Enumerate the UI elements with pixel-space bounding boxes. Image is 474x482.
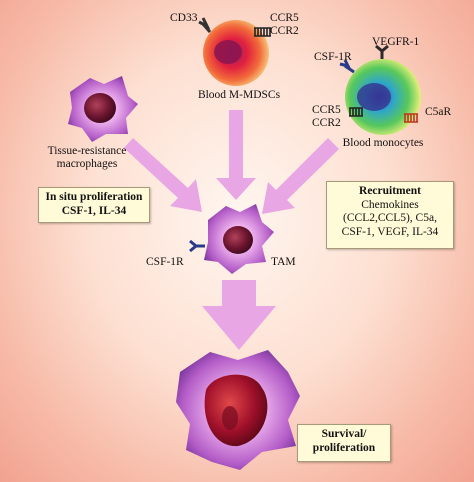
- blood-mmdsc-cell: [203, 20, 269, 86]
- proliferating-macrophage-cell: [176, 350, 300, 470]
- blood-mmdscs-label: Blood M-MDSCs: [197, 89, 281, 101]
- in-situ-proliferation-box: In situ proliferation CSF-1, IL-34: [38, 187, 150, 223]
- ccr-receptor-icon-mdsc: [254, 27, 271, 37]
- csf1r-label-tam: CSF-1R: [146, 256, 184, 268]
- tissue-macrophages-label: Tissue-resistance macrophages: [32, 145, 142, 171]
- c5ar-receptor-icon: [404, 113, 418, 123]
- tam-label: TAM: [271, 256, 296, 268]
- survival-line2: proliferation: [312, 441, 376, 454]
- ccr5-label-mdsc: CCR5: [270, 12, 299, 24]
- csf1r-receptor-icon-tam: [189, 239, 205, 253]
- tissue-macrophage-cell: [68, 76, 138, 142]
- c5ar-label: C5aR: [425, 106, 452, 118]
- survival-line1: Survival/: [321, 428, 367, 440]
- cd33-receptor-icon: [198, 17, 212, 33]
- arrow-from-monocytes: [262, 138, 339, 214]
- csf1r-label-monocyte: CSF-1R: [314, 51, 352, 63]
- blood-monocytes-label: Blood monocytes: [342, 137, 424, 149]
- ccr2-label-monocyte: CCR2: [312, 117, 341, 129]
- cd33-label: CD33: [170, 12, 198, 24]
- tissue-macrophages-line2: macrophages: [56, 158, 118, 170]
- recruitment-box: Recruitment Chemokines (CCL2,CCL5), C5a,…: [326, 181, 454, 249]
- tissue-macrophages-line1: Tissue-resistance: [47, 145, 127, 157]
- ccr5-label-monocyte: CCR5: [312, 104, 341, 116]
- arrow-from-tissue-macrophages: [124, 138, 202, 212]
- ccr2-label-mdsc: CCR2: [270, 25, 299, 37]
- recruitment-line3: CSF-1, VEGF, IL-34: [341, 225, 439, 238]
- arrow-down-to-proliferation: [202, 280, 276, 350]
- vegfr1-receptor-icon: [375, 44, 389, 59]
- ccr-receptor-icon-monocyte: [349, 107, 363, 117]
- recruitment-line2: (CCL2,CCL5), C5a,: [343, 212, 437, 224]
- in-situ-title: In situ proliferation: [45, 191, 143, 203]
- tam-cell: [204, 204, 274, 274]
- blood-monocyte-cell: [345, 59, 421, 135]
- recruitment-title: Recruitment: [359, 185, 421, 197]
- in-situ-factors: CSF-1, IL-34: [61, 204, 127, 217]
- survival-proliferation-box: Survival/ proliferation: [297, 424, 391, 462]
- recruitment-line1: Chemokines: [361, 198, 419, 211]
- csf1r-receptor-icon-monocyte: [339, 59, 355, 74]
- arrow-from-mdscs: [216, 110, 256, 200]
- vegfr1-label: VEGFR-1: [372, 36, 420, 48]
